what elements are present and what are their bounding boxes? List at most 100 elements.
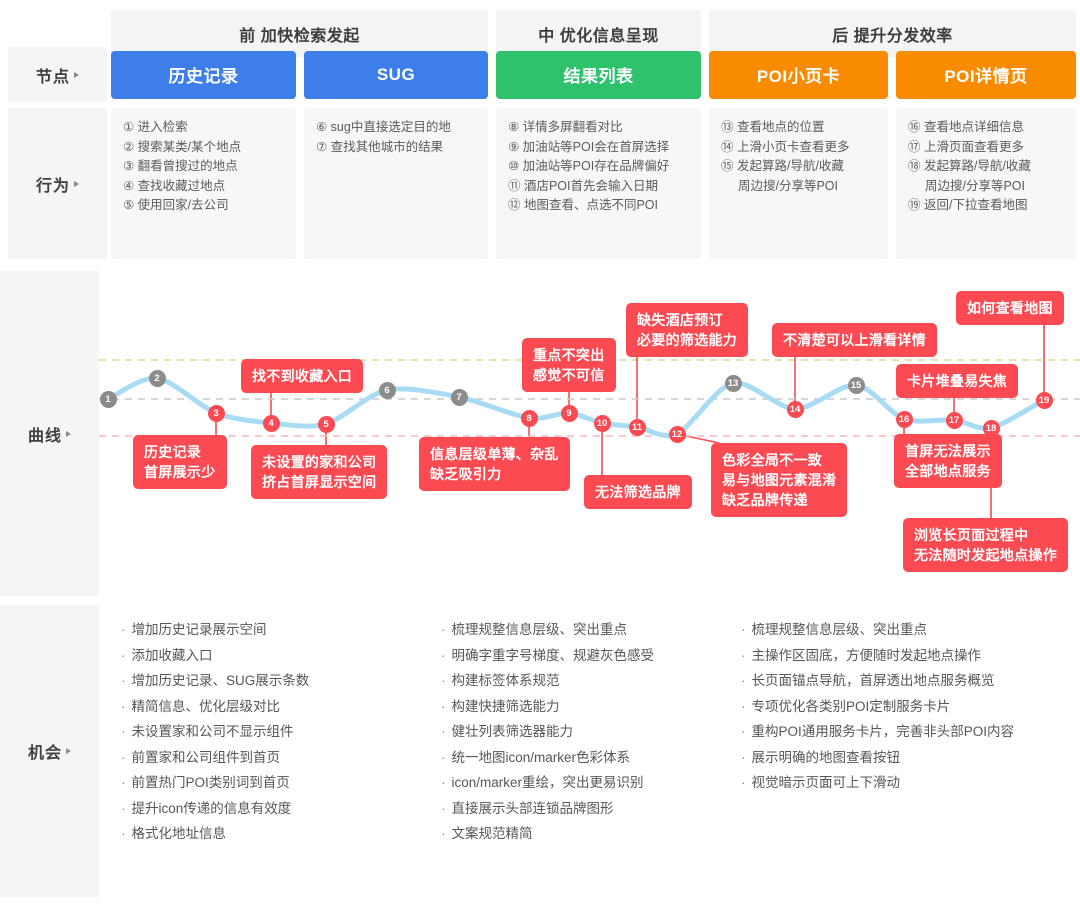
curve-point-5[interactable]: 5 xyxy=(317,415,335,433)
opportunity-item: ·直接展示头部连锁品牌图形 xyxy=(441,800,614,816)
annotation-line: 卡片堆叠易失焦 xyxy=(907,373,1008,389)
annotation-line: 挤占首屏显示空间 xyxy=(262,474,377,490)
opportunity-item: ·视觉暗示页面可上下滑动 xyxy=(741,775,900,790)
bullet-icon: · xyxy=(441,800,446,816)
caret-right-icon xyxy=(74,71,79,78)
annotation-line: 找不到收藏入口 xyxy=(252,368,353,384)
curve-point-17[interactable]: 17 xyxy=(945,411,963,429)
behavior-item: ⑯ 查看地点详细信息 xyxy=(908,120,1024,134)
opportunity-item: ·未设置家和公司不显示组件 xyxy=(121,724,294,739)
opportunity-item: ·专项优化各类别POI定制服务卡片 xyxy=(741,698,951,714)
bullet-icon: · xyxy=(441,647,446,663)
opportunity-item: ·健壮列表筛选器能力 xyxy=(441,724,573,739)
curve-point-1[interactable]: 1 xyxy=(99,390,117,408)
pain-point-annotation[interactable]: 如何查看地图 xyxy=(956,291,1064,325)
bullet-icon: · xyxy=(121,800,126,816)
bullet-icon: · xyxy=(741,673,746,688)
pain-point-annotation[interactable]: 缺失酒店预订必要的筛选能力 xyxy=(626,303,749,357)
curve-point-9[interactable]: 9 xyxy=(560,404,578,422)
pain-point-annotation[interactable]: 信息层级单薄、杂乱缺乏吸引力 xyxy=(419,437,570,491)
bullet-icon: · xyxy=(121,749,126,765)
opportunity-item: ·统一地图icon/marker色彩体系 xyxy=(441,749,631,765)
behavior-item: ⑱ 发起算路/导航/收藏 xyxy=(908,159,1031,173)
bullet-icon: · xyxy=(121,698,126,714)
behavior-item-continuation: 周边搜/分享等POI xyxy=(925,178,1026,193)
curve-point-4[interactable]: 4 xyxy=(262,414,280,432)
annotation-line: 无法随时发起地点操作 xyxy=(914,547,1057,563)
node-chip-sug[interactable]: SUG xyxy=(304,50,488,99)
row-label-opportunity-text: 机会 xyxy=(27,745,62,762)
behavior-item: ⑮ 发起算路/导航/收藏 xyxy=(721,159,844,173)
node-chip-label: 结果列表 xyxy=(563,67,634,86)
pain-point-annotation[interactable]: 色彩全局不一致易与地图元素混淆缺乏品牌传递 xyxy=(711,443,848,517)
node-chip-result-list[interactable]: 结果列表 xyxy=(496,50,701,99)
annotation-line: 历史记录 xyxy=(144,444,202,460)
curve-point-7[interactable]: 7 xyxy=(450,388,468,406)
phase-cell-during: 中 优化信息呈现 xyxy=(496,10,701,57)
curve-point-8[interactable]: 8 xyxy=(520,409,538,427)
pain-point-annotation[interactable]: 无法筛选品牌 xyxy=(584,475,692,509)
bullet-icon: · xyxy=(441,673,446,688)
row-label-behavior: 行为 xyxy=(8,108,107,259)
pain-point-annotation[interactable]: 浏览长页面过程中无法随时发起地点操作 xyxy=(903,518,1068,572)
opportunity-item: ·长页面锚点导航，首屏透出地点服务概览 xyxy=(741,673,995,688)
pain-point-annotation[interactable]: 卡片堆叠易失焦 xyxy=(896,364,1019,398)
curve-point-14[interactable]: 14 xyxy=(786,400,804,418)
bullet-icon: · xyxy=(441,622,446,637)
pain-point-annotation[interactable]: 历史记录首屏展示少 xyxy=(133,435,227,489)
opportunity-item: ·明确字重字号梯度、规避灰色感受 xyxy=(441,647,654,663)
annotation-line: 易与地图元素混淆 xyxy=(722,472,837,488)
curve-point-15[interactable]: 15 xyxy=(847,376,865,394)
curve-point-18[interactable]: 18 xyxy=(982,419,1000,437)
bullet-icon: · xyxy=(121,622,126,637)
curve-point-3[interactable]: 3 xyxy=(207,404,225,422)
pain-point-annotation[interactable]: 首屏无法展示全部地点服务 xyxy=(894,434,1002,488)
row-label-opportunity: 机会 xyxy=(0,605,99,897)
bullet-icon: · xyxy=(121,826,126,841)
annotation-line: 不清楚可以上滑看详情 xyxy=(783,332,926,348)
curve-point-19[interactable]: 19 xyxy=(1035,391,1053,409)
bullet-icon: · xyxy=(121,775,126,790)
curve-point-2[interactable]: 2 xyxy=(148,369,166,387)
curve-point-11[interactable]: 11 xyxy=(628,418,646,436)
bullet-icon: · xyxy=(741,622,746,637)
opportunity-item: ·精简信息、优化层级对比 xyxy=(121,698,280,714)
annotation-line: 信息层级单薄、杂乱 xyxy=(430,446,559,462)
opportunity-item: ·构建标签体系规范 xyxy=(441,673,560,688)
section-divider xyxy=(0,262,1080,271)
node-chip-history[interactable]: 历史记录 xyxy=(111,50,296,99)
annotation-line: 缺失酒店预订 xyxy=(637,312,723,328)
phase-cell-before: 前 加快检索发起 xyxy=(111,10,488,57)
node-chip-poi-card[interactable]: POI小页卡 xyxy=(709,50,888,99)
curve-point-12[interactable]: 12 xyxy=(668,425,686,443)
behavior-item: ① 进入检索 xyxy=(123,120,188,134)
behavior-item: ⑲ 返回/下拉查看地图 xyxy=(908,198,1028,212)
opportunity-item: ·增加历史记录展示空间 xyxy=(121,622,267,637)
curve-point-16[interactable]: 16 xyxy=(895,410,913,428)
pain-point-annotation[interactable]: 未设置的家和公司挤占首屏显示空间 xyxy=(251,445,388,499)
node-chip-poi-detail[interactable]: POI详情页 xyxy=(896,50,1076,99)
pain-point-annotation[interactable]: 重点不突出感觉不可信 xyxy=(522,338,616,392)
opportunity-item: ·梳理规整信息层级、突出重点 xyxy=(441,622,627,637)
phase-header-row: 前 加快检索发起 中 优化信息呈现 后 提升分发效率 xyxy=(0,0,1080,57)
pain-point-annotation[interactable]: 不清楚可以上滑看详情 xyxy=(772,323,937,357)
curve-point-6[interactable]: 6 xyxy=(378,381,396,399)
opportunity-item: ·添加收藏入口 xyxy=(121,647,213,663)
bullet-icon: · xyxy=(741,698,746,714)
annotation-line: 首屏展示少 xyxy=(144,464,216,480)
annotation-line: 重点不突出 xyxy=(533,347,605,363)
bullet-icon: · xyxy=(441,749,446,765)
opportunity-column: ·增加历史记录展示空间·添加收藏入口·增加历史记录、SUG展示条数·精简信息、优… xyxy=(107,617,427,897)
bullet-icon: · xyxy=(741,724,746,739)
curve-point-13[interactable]: 13 xyxy=(724,374,742,392)
pain-point-annotation[interactable]: 找不到收藏入口 xyxy=(241,359,364,393)
curve-point-10[interactable]: 10 xyxy=(593,414,611,432)
node-row: 节点 历史记录 SUG 结果列表 POI小页卡 POI详情页 xyxy=(0,47,1080,102)
bullet-icon: · xyxy=(741,775,746,790)
annotation-line: 必要的筛选能力 xyxy=(637,332,738,348)
annotation-line: 无法筛选品牌 xyxy=(595,484,681,500)
behavior-item: ⑦ 查找其他城市的结果 xyxy=(316,139,444,154)
